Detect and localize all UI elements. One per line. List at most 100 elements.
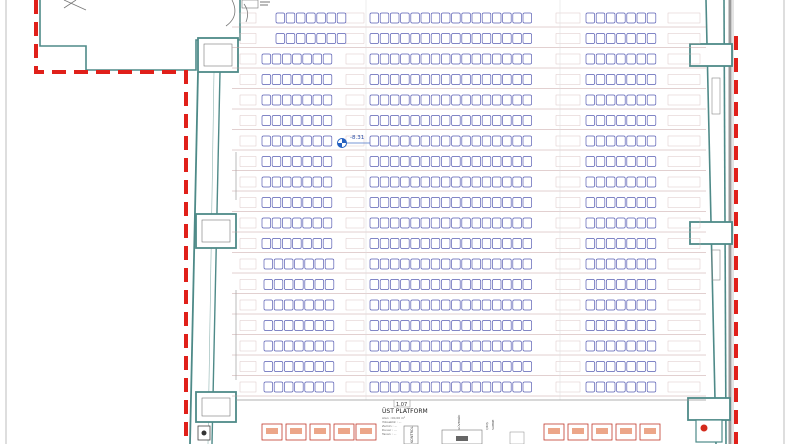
- seat: [441, 12, 451, 24]
- stage-box-fill: [338, 428, 350, 434]
- seat: [626, 176, 636, 188]
- seat: [646, 156, 657, 167]
- seat: [646, 381, 657, 393]
- seat: [316, 33, 326, 44]
- seat: [585, 238, 595, 249]
- level-marker: -8.31: [337, 135, 370, 148]
- seat: [400, 217, 410, 229]
- seat: [595, 176, 606, 188]
- seat: [636, 320, 646, 331]
- seat: [369, 33, 379, 44]
- aisle-rails: [235, 0, 561, 400]
- seat: [606, 74, 616, 85]
- aisle-step: [667, 33, 701, 44]
- column: [195, 391, 237, 423]
- seat: [595, 361, 606, 372]
- seat: [430, 340, 441, 352]
- seat: [302, 135, 312, 147]
- seat: [461, 320, 471, 331]
- seat: [379, 135, 390, 147]
- seat: [492, 381, 502, 393]
- seat: [626, 320, 636, 331]
- seat: [616, 340, 626, 352]
- aisle-step: [239, 33, 257, 44]
- seat: [481, 381, 492, 393]
- seat: [292, 53, 302, 65]
- aisle-step: [667, 12, 701, 24]
- seat: [461, 238, 471, 249]
- seat: [646, 258, 657, 270]
- seat: [302, 74, 312, 85]
- column: [689, 43, 733, 67]
- seat: [502, 361, 512, 372]
- seat: [481, 53, 492, 65]
- seat: [522, 258, 532, 270]
- seat: [324, 279, 335, 290]
- seat: [595, 279, 606, 290]
- seat: [451, 156, 461, 167]
- seating-area: [261, 12, 657, 393]
- seat: [481, 238, 492, 249]
- aisle-step: [667, 299, 701, 311]
- seat: [606, 320, 616, 331]
- seat: [461, 258, 471, 270]
- column: [195, 213, 237, 249]
- seat: [294, 361, 304, 372]
- seat: [420, 74, 430, 85]
- seat: [512, 197, 522, 208]
- seat: [606, 176, 616, 188]
- seat: [471, 135, 481, 147]
- seat: [595, 381, 606, 393]
- seat: [512, 238, 522, 249]
- seat: [420, 279, 430, 290]
- seat: [451, 176, 461, 188]
- aisle-step: [667, 340, 701, 352]
- seat: [420, 115, 430, 126]
- seat: [410, 299, 420, 311]
- seat: [324, 361, 335, 372]
- aisle-step: [667, 279, 701, 290]
- seat: [312, 156, 322, 167]
- seat: [294, 258, 304, 270]
- aisle-step: [555, 361, 581, 372]
- seat: [336, 12, 347, 24]
- seat: [636, 197, 646, 208]
- seat: [312, 94, 322, 106]
- seat: [646, 299, 657, 311]
- seat: [294, 299, 304, 311]
- seat: [400, 74, 410, 85]
- seat: [304, 320, 314, 331]
- seat: [522, 12, 532, 24]
- seat: [263, 320, 273, 331]
- column: [197, 37, 239, 73]
- seat: [606, 12, 616, 24]
- seat: [626, 279, 636, 290]
- seat: [636, 115, 646, 126]
- seat: [626, 258, 636, 270]
- seat: [595, 94, 606, 106]
- aisle-step: [239, 381, 257, 393]
- seat: [326, 12, 336, 24]
- seat: [522, 115, 532, 126]
- fire-equipment-icon: [700, 424, 708, 432]
- seat: [512, 53, 522, 65]
- seat: [275, 33, 285, 44]
- aisle-step: [667, 361, 701, 372]
- seat: [271, 74, 282, 85]
- seat: [481, 12, 492, 24]
- seat: [430, 33, 441, 44]
- seat: [390, 53, 400, 65]
- seat: [302, 217, 312, 229]
- seat: [595, 115, 606, 126]
- seat: [410, 33, 420, 44]
- seat: [324, 258, 335, 270]
- seat: [595, 74, 606, 85]
- seat: [606, 238, 616, 249]
- seat: [606, 299, 616, 311]
- seat: [312, 53, 322, 65]
- aisle-step: [345, 279, 365, 290]
- seat: [441, 279, 451, 290]
- seat: [451, 279, 461, 290]
- platform-title: ÜST PLATFORM: [382, 408, 428, 415]
- seat: [451, 217, 461, 229]
